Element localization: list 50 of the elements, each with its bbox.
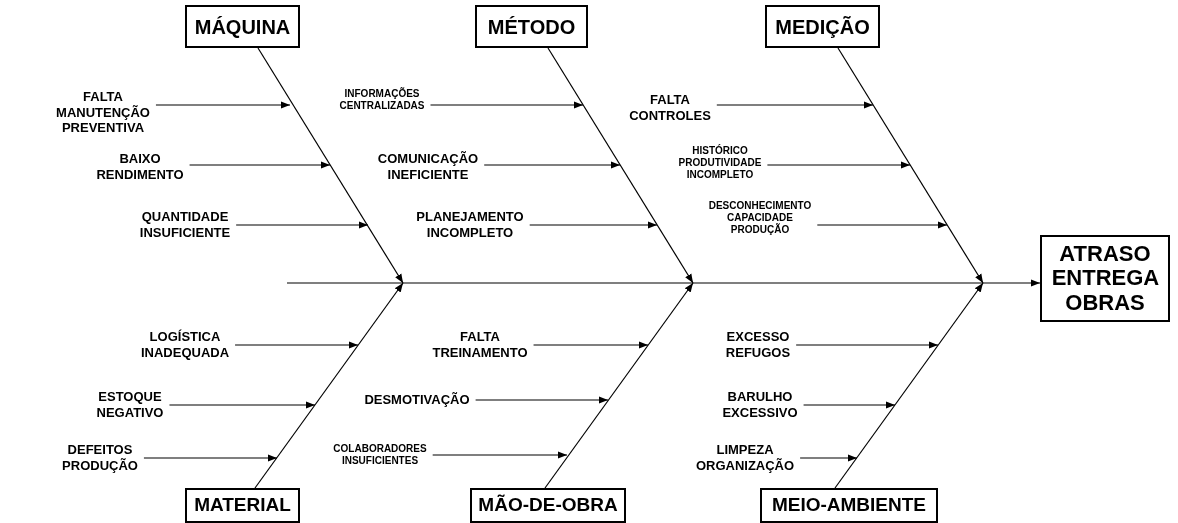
arrow: [799, 454, 858, 462]
cause-label: LOGÍSTICA INADEQUADA: [140, 329, 230, 361]
arrow: [235, 221, 369, 229]
arrow: [432, 451, 568, 459]
cause-label: ESTOQUE NEGATIVO: [96, 389, 164, 421]
arrow: [795, 341, 939, 349]
arrow: [429, 101, 584, 109]
category-box: MÃO-DE-OBRA: [470, 488, 626, 523]
cause-label: COMUNICAÇÃO INEFICIENTE: [377, 151, 479, 183]
arrow: [286, 279, 1041, 287]
cause-label: HISTÓRICO PRODUTIVIDADE INCOMPLETO: [678, 145, 762, 181]
category-box: MEDIÇÃO: [765, 5, 880, 48]
cause-label: FALTA MANUTENÇÃO PREVENTIVA: [56, 88, 150, 136]
arrow: [532, 341, 649, 349]
arrow: [529, 221, 658, 229]
category-box: MATERIAL: [185, 488, 300, 523]
cause-label: FALTA CONTROLES: [629, 92, 711, 124]
arrow: [802, 401, 896, 409]
arrow: [547, 47, 694, 284]
cause-label: DEFEITOS PRODUÇÃO: [62, 442, 138, 474]
cause-label: COLABORADORES INSUFICIENTES: [333, 443, 427, 467]
arrow: [837, 47, 984, 284]
cause-label: BARULHO EXCESSIVO: [722, 389, 798, 421]
cause-label: BAIXO RENDIMENTO: [96, 151, 184, 183]
cause-label: LIMPEZA ORGANIZAÇÃO: [695, 442, 795, 474]
arrow: [716, 101, 874, 109]
cause-label: PLANEJAMENTO INCOMPLETO: [416, 209, 524, 241]
arrow: [155, 101, 291, 109]
arrow: [254, 282, 404, 489]
arrow: [234, 341, 359, 349]
arrow: [168, 401, 316, 409]
arrow: [143, 454, 278, 462]
arrow: [816, 221, 948, 229]
category-box: MÁQUINA: [185, 5, 300, 48]
arrow: [483, 161, 621, 169]
arrow: [544, 282, 694, 489]
arrow: [475, 396, 609, 404]
category-box: MÉTODO: [475, 5, 588, 48]
cause-label: DESCONHECIMENTO CAPACIDADE PRODUÇÃO: [708, 200, 812, 236]
cause-label: QUANTIDADE INSUFICIENTE: [139, 209, 231, 241]
effect-box: ATRASO ENTREGA OBRAS: [1040, 235, 1170, 322]
arrow: [766, 161, 911, 169]
arrow: [834, 282, 984, 489]
cause-label: FALTA TREINAMENTO: [432, 329, 528, 361]
arrow: [188, 161, 331, 169]
category-box: MEIO-AMBIENTE: [760, 488, 938, 523]
arrow: [257, 47, 404, 284]
cause-label: EXCESSO REFUGOS: [725, 329, 791, 361]
cause-label: DESMOTIVAÇÃO: [364, 392, 470, 408]
cause-label: INFORMAÇÕES CENTRALIZADAS: [339, 88, 425, 112]
